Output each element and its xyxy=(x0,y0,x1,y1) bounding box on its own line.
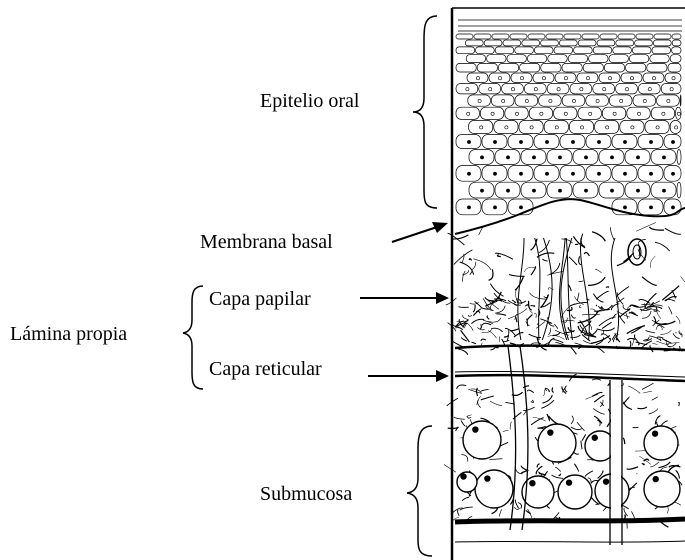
arrow-capa-papilar xyxy=(360,292,449,304)
label-submucosa: Submucosa xyxy=(260,483,352,505)
label-epitelio-oral: Epitelio oral xyxy=(260,90,359,112)
bottom-band xyxy=(455,519,685,542)
layer-boundaries xyxy=(455,346,685,381)
submucosa-layer xyxy=(444,374,682,528)
label-membrana-basal: Membrana basal xyxy=(200,231,333,253)
gland-oval xyxy=(628,239,646,265)
brace-lamina-propia xyxy=(183,286,203,389)
brace-epitelio-oral xyxy=(413,16,437,208)
epithelium-layer xyxy=(455,10,683,215)
label-lamina-propia: Lámina propia xyxy=(10,323,127,345)
arrow-capa-reticular xyxy=(368,370,449,382)
brace-submucosa xyxy=(407,426,432,556)
papillary-layer xyxy=(446,223,685,351)
label-capa-reticular: Capa reticular xyxy=(209,358,322,380)
arrow-membrana-basal xyxy=(392,222,448,242)
label-capa-papilar: Capa papilar xyxy=(209,288,311,310)
